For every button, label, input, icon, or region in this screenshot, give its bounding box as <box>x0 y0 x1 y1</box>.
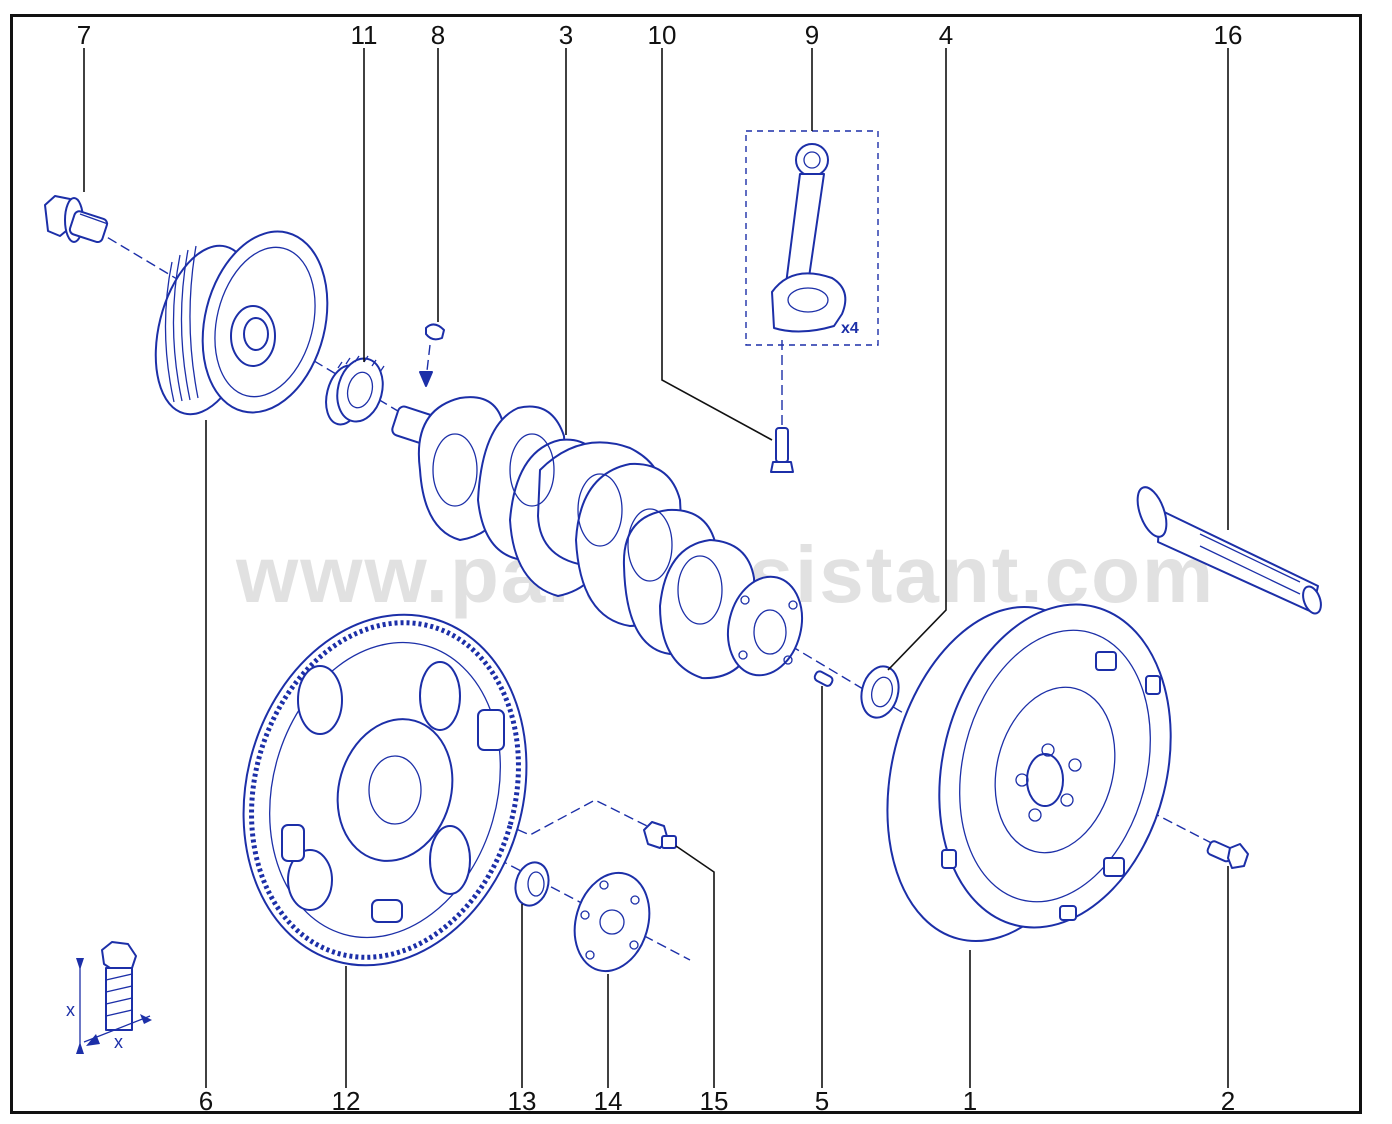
spacer-ring <box>514 861 550 907</box>
callout-1: 1 <box>963 1086 977 1116</box>
callout-10: 10 <box>648 20 677 50</box>
callout-9: 9 <box>805 20 819 50</box>
input-shaft <box>1136 486 1322 615</box>
flywheel <box>886 603 1172 943</box>
callout-13: 13 <box>508 1086 537 1116</box>
callout-16: 16 <box>1214 20 1243 50</box>
crankshaft-oil-seal <box>860 665 900 719</box>
connecting-rod-set: x4 <box>745 130 879 346</box>
callout-7: 7 <box>77 20 91 50</box>
drive-plate-bolt <box>643 821 677 849</box>
connecting-rod-bolt <box>770 427 794 473</box>
reinforcement-plate <box>573 871 651 973</box>
dowel-pin <box>813 670 834 687</box>
tightening-symbol: x x <box>66 941 152 1054</box>
callout-4: 4 <box>939 20 953 50</box>
quantity-note: x4 <box>841 320 859 337</box>
callout-2: 2 <box>1221 1086 1235 1116</box>
callout-6: 6 <box>199 1086 213 1116</box>
callout-12: 12 <box>332 1086 361 1116</box>
callout-numbers: 7 11 8 3 10 9 4 16 6 12 13 14 15 5 1 2 <box>77 20 1243 1116</box>
callout-11: 11 <box>351 20 378 50</box>
woodruff-key <box>419 323 445 387</box>
callout-15: 15 <box>700 1086 729 1116</box>
leader-lines <box>83 48 1229 1088</box>
drive-plate <box>242 613 528 967</box>
pulley-bolt <box>44 195 109 244</box>
callout-5: 5 <box>815 1086 829 1116</box>
crankshaft-pulley <box>154 230 329 416</box>
callout-8: 8 <box>431 20 445 50</box>
flywheel-bolt <box>1206 840 1249 869</box>
dim-label-a: x <box>66 1000 75 1020</box>
callout-3: 3 <box>559 20 573 50</box>
dim-label-b: x <box>114 1032 123 1052</box>
crankshaft <box>391 396 803 680</box>
callout-14: 14 <box>594 1086 623 1116</box>
timing-sprocket <box>325 355 385 426</box>
